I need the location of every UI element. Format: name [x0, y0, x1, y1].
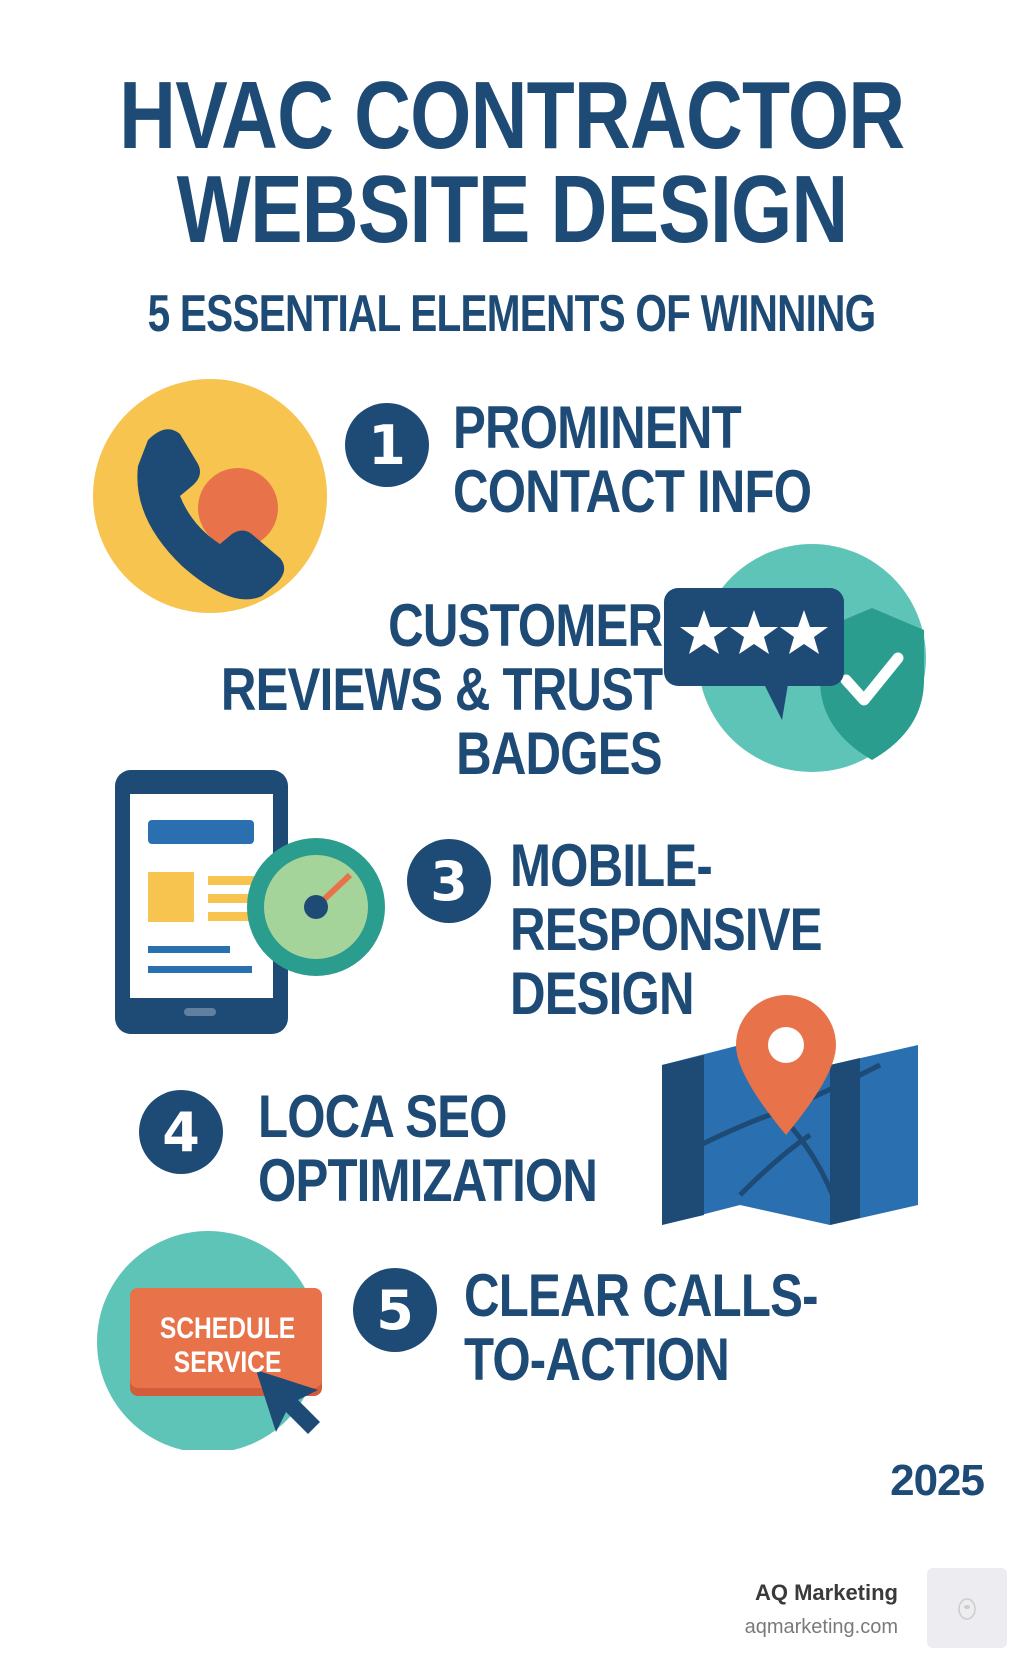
- footer-brand: AQ Marketing: [754, 1580, 898, 1605]
- item-4-line1: LOCA SEO: [258, 1083, 507, 1150]
- item-3-line3: DESIGN: [510, 960, 695, 1027]
- item-3-line2: RESPONSIVE: [510, 896, 823, 963]
- page-title-line2: WEBSITE DESIGN: [176, 156, 849, 263]
- step-number-4: 4: [139, 1090, 223, 1174]
- mobile-speed-icon: [115, 770, 385, 1034]
- item-1-line1: PROMINENT: [453, 394, 742, 461]
- step-number-3: 3: [407, 839, 491, 923]
- item-3-line1: MOBILE-: [510, 832, 713, 899]
- item-2-line3: BADGES: [456, 720, 662, 787]
- item-2-line1: CUSTOMER: [387, 592, 663, 659]
- page-title-line1: HVAC CONTRACTOR: [119, 62, 905, 169]
- item-2-line2: REVIEWS & TRUST: [220, 656, 663, 723]
- brand-logo: [927, 1568, 1007, 1648]
- footer-url[interactable]: aqmarketing.com: [744, 1616, 898, 1638]
- reviews-shield-icon: [664, 544, 926, 772]
- page-subtitle: 5 ESSENTIAL ELEMENTS OF WINNING: [148, 285, 877, 343]
- map-pin-icon: [662, 995, 918, 1225]
- item-1-line2: CONTACT INFO: [453, 458, 812, 525]
- logo-icon: [958, 1598, 976, 1620]
- year-label: 2025: [890, 1456, 985, 1505]
- cta-button-icon: [97, 1231, 322, 1450]
- item-4-line2: OPTIMIZATION: [258, 1147, 598, 1214]
- phone-icon: [93, 379, 327, 613]
- item-5-line2: TO-ACTION: [464, 1326, 730, 1393]
- step-number-5: 5: [353, 1268, 437, 1352]
- schedule-service-button: SCHEDULE SERVICE: [160, 1312, 296, 1379]
- item-5-line1: CLEAR CALLS-: [464, 1262, 818, 1329]
- step-number-1: 1: [345, 403, 429, 487]
